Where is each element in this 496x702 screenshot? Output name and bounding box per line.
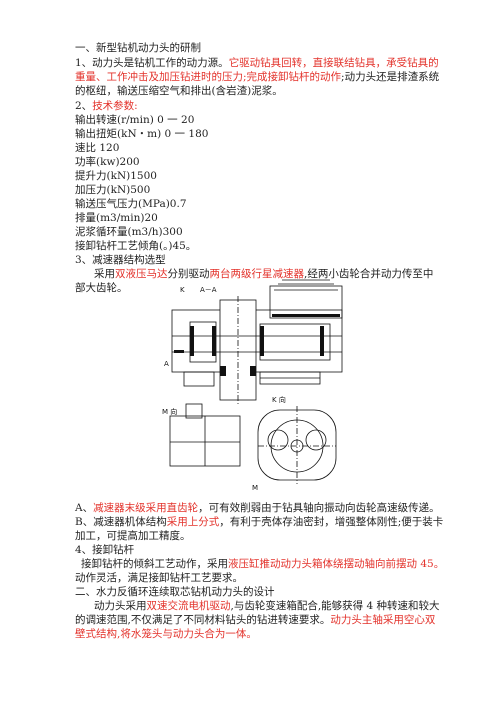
reducer-selection-title: 3、减速器结构选型 [75, 254, 166, 266]
para1-line1: 1、动力头是钻机工作的动力源。它驱动钻具回转，直接联结钻具，承受钻具的 [75, 57, 439, 69]
label-k: K [180, 286, 185, 294]
label-m: M [252, 484, 258, 492]
heading-hydraulic-reverse-circulation: 二、水力反循环连续取芯钻机动力头的设计 [75, 586, 275, 598]
param-output-speed: 输出转速(r/min) 0 一 20 [75, 114, 195, 126]
central-spindle [219, 299, 257, 401]
param-lifting-force: 提升力(kN)1500 [75, 170, 157, 182]
heading-new-drill-power-head: 一、新型钻机动力头的研制 [75, 42, 201, 54]
param-pressing-force: 加压力(kN)500 [75, 184, 151, 196]
drill-rod-line2: 动作灵活，满足接卸钻杆工艺要求。 [75, 572, 243, 584]
label-a: A [164, 360, 169, 368]
param-output-torque: 输出扭矩(kN・m) 0 一 180 [75, 128, 209, 140]
gearbox-housing-outline [171, 309, 343, 373]
drill-rod-title: 4、接卸钻杆 [75, 544, 135, 556]
label-section-aa: A－A [200, 286, 217, 294]
param-tilt-angle: 接卸钻杆工艺倾角(。)45。 [75, 240, 197, 252]
reducer-para-line2: 部大齿轮。 [75, 282, 128, 294]
para5-line3: 壁式结构,将水笼头与动力头合为一体。 [75, 628, 257, 640]
para1-line2: 重量、工作冲击及加压钻进时的压力;完成接卸钻杆的动作;动力头还是排渣系统 [75, 71, 440, 83]
para5-line1: 动力头采用双速交流电机驱动,与齿轮变速箱配合,能够获得 4 种转速和较大 [94, 600, 440, 612]
para1-line3: 的枢纽，输送压缩空气和排出(含岩渣)泥浆。 [75, 85, 283, 97]
pinion-gear-right [305, 429, 327, 451]
para-a: A、减速器末级采用直齿轮，可有效削弱由于钻具轴向振动向齿轮高速级传递。 [75, 502, 440, 514]
param-air-pressure: 输送压气压力(MPa)0.7 [75, 198, 187, 210]
param-mud-circulation: 泥浆循环量(m3/h)300 [75, 226, 183, 238]
label-k-view: K 向 [272, 395, 286, 404]
tech-params-title: 2、技术参数: [75, 100, 138, 112]
reducer-para-line1: 采用双液压马达分别驱动两台两级行星减速器,经两小齿轮合并动力传至中 [94, 268, 434, 280]
para-b-line1: B、减速器机体结构采用上分式，有利于壳体存油密封，增强整体刚性;便于装卡 [75, 516, 444, 528]
param-displacement: 排量(m3/min)20 [75, 212, 158, 224]
gearbox-technical-drawing: K A－A A M 向 K 向 M [162, 279, 343, 492]
param-speed-ratio: 速比 120 [75, 142, 120, 154]
param-power: 功率(kw)200 [75, 156, 140, 168]
para-b-line2: 加工，可提高加工精度。 [75, 530, 191, 542]
para5-line2: 的调速范围,不仅满足了不同材料钻头的钻进转速要求。动力头主轴采用空心双 [75, 614, 436, 626]
motor-housing [269, 285, 343, 319]
drill-rod-line1: 接卸钻杆的倾斜工艺动作，采用液压缸推动动力头箱体绕摆动轴向前摆动 45。 [81, 558, 445, 570]
pinion-gear-left [267, 429, 289, 451]
label-m-view: M 向 [162, 407, 177, 416]
